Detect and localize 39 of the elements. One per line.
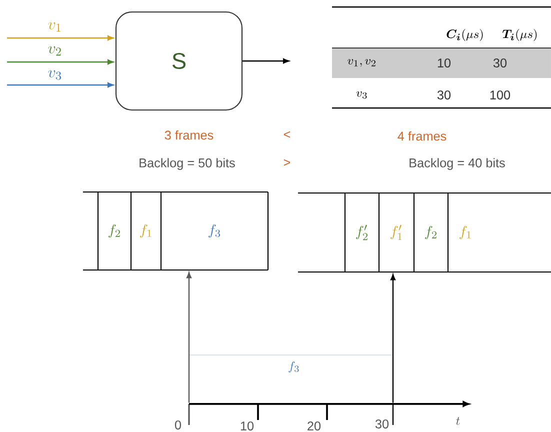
tick-label: 10: [240, 422, 254, 430]
arrow: [186, 272, 192, 403]
queue-drawing: [297, 192, 551, 273]
table-cell: $v_1, v_2$: [348, 59, 376, 67]
queue-drawing: [82, 191, 269, 271]
table-cell: 10: [438, 58, 451, 68]
backlog-text: Backlog = 40 bits: [410, 158, 505, 170]
frame-cell: $f_1$: [447, 193, 471, 272]
frame-count: 4 frames: [398, 131, 446, 141]
arrow: [242, 58, 290, 64]
arrow: [7, 59, 114, 65]
arrow: [7, 82, 114, 88]
backlog-text: Backlog = 50 bits: [140, 158, 235, 170]
process-box: S: [115, 11, 243, 111]
table-cell: 30: [437, 90, 451, 100]
time-axis: [189, 401, 470, 407]
table-cell: $v_3$: [356, 91, 367, 99]
table-cell: $\boldsymbol{C_i}(\mu s)$: [446, 28, 483, 41]
frame-cell: $f_1$: [130, 192, 152, 270]
arrow: [390, 274, 396, 403]
frame-cell: $f_2$: [97, 192, 120, 270]
edge-label: $v_1$: [48, 22, 61, 32]
frame-count: 3 frames: [164, 130, 214, 140]
edge-label: $v_3$: [48, 70, 62, 80]
tick-label: 0: [174, 420, 182, 430]
frame-cell: $f_3$: [160, 192, 220, 270]
interval-label: $f_3$: [288, 362, 299, 372]
edge-label: $v_2$: [48, 46, 61, 56]
tick-label: 30: [375, 420, 389, 428]
arrow: [7, 35, 114, 41]
table-cell: 30: [493, 58, 507, 68]
tick-label: 20: [308, 422, 321, 430]
comparison-sign: >: [284, 159, 290, 166]
comparison-sign: <: [284, 131, 290, 138]
frame-cell: $f'_1$: [378, 193, 402, 272]
frame-cell: $f_2$: [413, 193, 436, 272]
table-cell: $\boldsymbol{T_i}(\mu s)$: [502, 28, 537, 41]
table-cell: 100: [490, 90, 510, 100]
frame-cell: $f'_2$: [344, 193, 368, 272]
